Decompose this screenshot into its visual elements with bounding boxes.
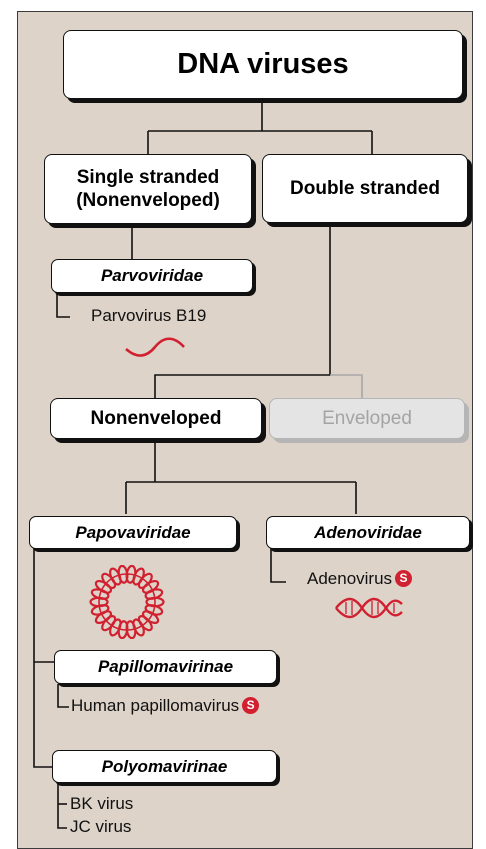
single-stranded-node: Single stranded (Nonenveloped) [44, 154, 252, 224]
s-badge-icon: S [242, 697, 260, 715]
papovaviridae-node: Papovaviridae [29, 516, 237, 549]
double-strand-dna-icon [335, 597, 403, 619]
adenoviridae-label: Adenoviridae [314, 522, 422, 542]
single-stranded-label: Single stranded [76, 167, 220, 188]
double-stranded-label: Double stranded [290, 177, 440, 199]
jc-virus-label: JC virus [70, 817, 132, 836]
papovaviridae-label: Papovaviridae [75, 522, 191, 542]
connector-double-to-nonenv [154, 226, 331, 398]
single-strand-dna-icon [125, 337, 185, 357]
papillomavirinae-node: Papillomavirinae [54, 650, 277, 684]
circular-dna-icon [89, 565, 165, 639]
connector-papova-trunk [33, 544, 52, 768]
parvoviridae-label: Parvoviridae [100, 266, 204, 285]
connector-polyoma-leaves [57, 782, 67, 829]
adenovirus-label: Adenovirus [307, 569, 393, 588]
double-stranded-node: Double stranded [262, 154, 468, 223]
adenoviridae-node: Adenoviridae [266, 516, 470, 549]
root-label: DNA viruses [177, 48, 349, 80]
connector-papilloma-leaf [57, 684, 69, 708]
nonenveloped-node: Nonenveloped [50, 398, 262, 439]
bk-virus-label: BK virus [70, 794, 134, 813]
connector-adeno-leaf [270, 544, 286, 583]
bk-virus-item: BK virus [70, 794, 133, 814]
enveloped-label: Enveloped [322, 407, 412, 429]
connector-to-enveloped [330, 374, 363, 398]
polyomavirinae-node: Polyomavirinae [52, 750, 277, 783]
root-node: DNA viruses [63, 30, 463, 99]
parvovirus-b19-label: Parvovirus B19 [91, 306, 207, 325]
papillomavirinae-label: Papillomavirinae [97, 657, 234, 676]
parvoviridae-node: Parvoviridae [51, 259, 253, 293]
single-stranded-sublabel: (Nonenveloped) [76, 190, 220, 211]
parvovirus-b19-item: Parvovirus B19 [91, 306, 206, 326]
jc-virus-item: JC virus [70, 817, 131, 837]
s-badge-icon: S [395, 570, 413, 588]
polyomavirinae-label: Polyomavirinae [101, 756, 228, 776]
enveloped-node: Enveloped [269, 398, 465, 439]
connector-parvo-leaf [56, 293, 70, 318]
human-papillomavirus-label: Human papillomavirus [71, 696, 240, 715]
nonenveloped-label: Nonenveloped [90, 407, 222, 429]
